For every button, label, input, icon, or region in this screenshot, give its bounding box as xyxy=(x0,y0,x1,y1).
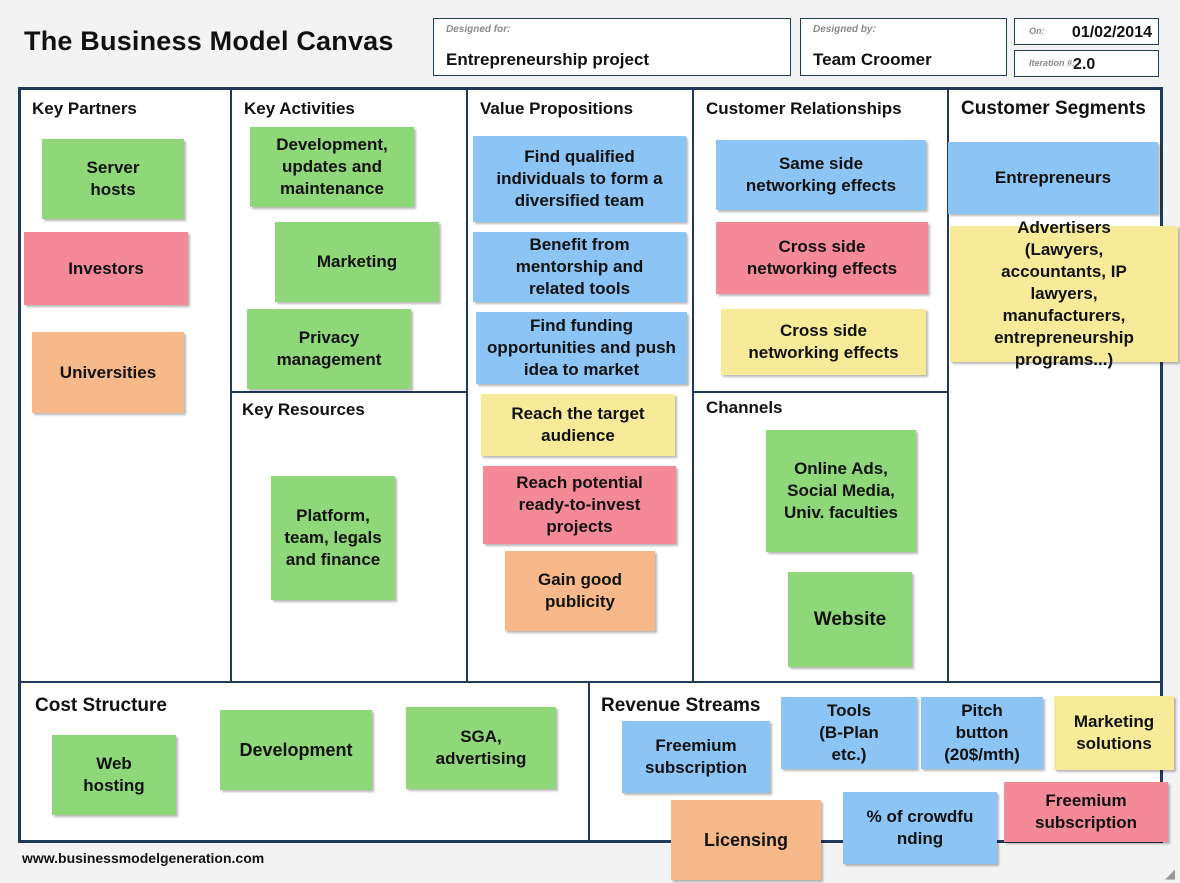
sticky-note-privacy-management[interactable]: Privacy management xyxy=(247,309,411,389)
sticky-note-marketing[interactable]: Marketing xyxy=(275,222,439,302)
designed-for-label: Designed for: xyxy=(446,24,511,35)
sticky-note-cost-development[interactable]: Development xyxy=(220,710,372,790)
sticky-note-qualified-individuals[interactable]: Find qualified individuals to form a div… xyxy=(473,136,686,222)
sticky-note-funding[interactable]: Find funding opportunities and push idea… xyxy=(476,312,687,384)
sticky-note-tools[interactable]: Tools (B-Plan etc.) xyxy=(781,697,917,769)
sticky-note-web-hosting[interactable]: Web hosting xyxy=(52,735,176,815)
section-customer-relationships: Customer Relationships xyxy=(706,99,902,118)
section-key-resources: Key Resources xyxy=(242,400,365,419)
section-customer-segments: Customer Segments xyxy=(961,98,1146,119)
sticky-note-server-hosts[interactable]: Server hosts xyxy=(42,139,184,219)
iteration-label: Iteration #: xyxy=(1029,58,1076,68)
section-key-activities: Key Activities xyxy=(244,99,355,118)
sticky-note-crowdfunding[interactable]: % of crowdfunding xyxy=(843,792,997,864)
sticky-note-cross-side-2[interactable]: Cross side networking effects xyxy=(721,309,926,375)
iteration-value: 2.0 xyxy=(1073,56,1096,73)
sticky-note-sga[interactable]: SGA, advertising xyxy=(406,707,556,789)
sticky-note-pitch-button[interactable]: Pitch button (20$/mth) xyxy=(921,697,1043,769)
divider xyxy=(230,90,232,681)
sticky-note-development[interactable]: Development, updates and maintenance xyxy=(250,127,414,207)
divider xyxy=(692,90,694,681)
sticky-note-target-audience[interactable]: Reach the target audience xyxy=(481,394,675,456)
divider xyxy=(947,90,949,681)
date-field[interactable]: On: 01/02/2014 xyxy=(1014,18,1159,45)
sticky-note-ready-to-invest[interactable]: Reach potential ready-to-invest projects xyxy=(483,466,676,544)
sticky-note-entrepreneurs[interactable]: Entrepreneurs xyxy=(948,142,1158,214)
page-title: The Business Model Canvas xyxy=(24,26,394,56)
sticky-note-universities[interactable]: Universities xyxy=(32,332,184,413)
sticky-note-mentorship[interactable]: Benefit from mentorship and related tool… xyxy=(473,232,686,302)
sticky-note-investors[interactable]: Investors xyxy=(24,232,188,305)
sticky-note-cross-side-1[interactable]: Cross side networking effects xyxy=(716,222,928,294)
sticky-note-publicity[interactable]: Gain good publicity xyxy=(505,551,655,631)
section-value-propositions: Value Propositions xyxy=(480,99,634,118)
sticky-note-platform[interactable]: Platform, team, legals and finance xyxy=(271,476,395,600)
designed-by-label: Designed by: xyxy=(813,24,876,35)
designed-by-value: Team Croomer xyxy=(813,50,932,69)
designed-for-field[interactable]: Designed for: Entrepreneurship project xyxy=(433,18,791,76)
divider xyxy=(466,90,468,681)
divider xyxy=(692,391,949,393)
sticky-note-freemium-2[interactable]: Freemium subscription xyxy=(1004,782,1168,842)
sticky-note-marketing-solutions[interactable]: Marketing solutions xyxy=(1054,696,1174,770)
designed-by-field[interactable]: Designed by: Team Croomer xyxy=(800,18,1007,76)
divider xyxy=(588,681,590,840)
date-label: On: xyxy=(1029,26,1045,36)
sticky-note-freemium-1[interactable]: Freemium subscription xyxy=(622,721,770,793)
date-value: 01/02/2014 xyxy=(1071,24,1152,41)
section-revenue-streams: Revenue Streams xyxy=(601,695,761,716)
sticky-note-website[interactable]: Website xyxy=(788,572,912,667)
iteration-field[interactable]: Iteration #: 2.0 xyxy=(1014,50,1159,77)
sticky-note-advertisers[interactable]: Advertisers (Lawyers, accountants, IP la… xyxy=(950,218,1178,369)
divider xyxy=(21,681,1160,683)
sticky-note-same-side[interactable]: Same side networking effects xyxy=(716,140,926,210)
section-channels: Channels xyxy=(706,398,783,417)
sticky-note-online-ads[interactable]: Online Ads, Social Media, Univ. facultie… xyxy=(766,430,916,552)
section-key-partners: Key Partners xyxy=(32,99,137,118)
section-cost-structure: Cost Structure xyxy=(35,695,167,716)
footer-url[interactable]: www.businessmodelgeneration.com xyxy=(22,850,265,866)
designed-for-value: Entrepreneurship project xyxy=(446,50,650,69)
sticky-note-licensing[interactable]: Licensing xyxy=(671,800,821,880)
divider xyxy=(230,391,468,393)
resize-grip-icon[interactable]: ◢ xyxy=(1165,866,1175,881)
